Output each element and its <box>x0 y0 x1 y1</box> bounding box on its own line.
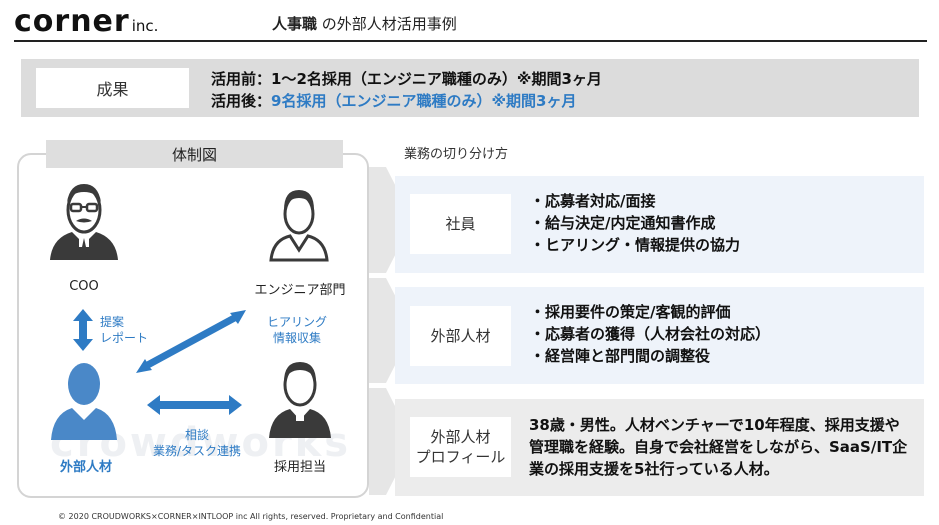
list-item: ・給与決定/内定通知書作成 <box>530 214 716 232</box>
copyright-footer: © 2020 CROUDWORKS×CORNER×INTLOOP inc All… <box>58 512 444 521</box>
employee-task-list: ・応募者対応/面接 ・給与決定/内定通知書作成 ・ヒアリング・情報提供の協力 <box>530 190 740 256</box>
result-before: 活用前：1～2名採用（エンジニア職種のみ）※期間3ヶ月 <box>211 70 602 88</box>
external-label: 外部人材 <box>410 306 511 366</box>
engineering-label: エンジニア部門 <box>254 283 346 298</box>
chevron-right-icon <box>369 388 413 495</box>
external-talent-label: 外部人材 <box>59 460 112 475</box>
chevron-right-icon <box>369 167 413 273</box>
profile-label-line1: 外部人材 <box>430 428 491 446</box>
arrow-label-line: 業務/タスク連携 <box>152 444 242 458</box>
employee-label: 社員 <box>410 194 511 254</box>
org-diagram-title: 体制図 <box>46 140 343 168</box>
arrow-label-consult: 相談 業務/タスク連携 <box>142 427 252 459</box>
chevron-right-icon <box>369 278 413 383</box>
recruiter-person-icon <box>269 362 331 438</box>
logo-main-text: corner <box>14 4 130 39</box>
result-after-value: 9名採用（エンジニア職種のみ）※期間3ヶ月 <box>271 92 577 110</box>
coo-label: COO <box>69 279 99 294</box>
profile-label-line2: プロフィール <box>415 448 506 466</box>
engineer-person-icon <box>269 190 329 262</box>
logo-suffix-text: inc. <box>131 17 159 35</box>
recruiter-label: 採用担当 <box>273 460 326 475</box>
double-arrow-vertical-icon <box>73 309 93 351</box>
arrow-label-line: 提案 <box>100 315 125 329</box>
arrow-label-line: ヒアリング <box>266 315 327 329</box>
arrow-label-line: レポート <box>100 331 149 345</box>
coo-person-icon <box>50 184 118 260</box>
result-label: 成果 <box>36 68 189 108</box>
list-item: ・採用要件の策定/客観的評価 <box>530 303 731 321</box>
result-after: 活用後：9名採用（エンジニア職種のみ）※期間3ヶ月 <box>211 90 576 111</box>
list-item: ・応募者対応/面接 <box>530 192 656 210</box>
arrow-label-hearing: ヒアリング 情報収集 <box>262 314 332 346</box>
page-title: 人事職 の外部人材活用事例 <box>272 13 457 34</box>
double-arrow-horizontal-icon <box>147 395 242 415</box>
double-arrow-diagonal-icon <box>136 310 246 373</box>
page-title-rest: の外部人材活用事例 <box>317 15 457 33</box>
arrow-label-proposal: 提案 レポート <box>100 314 150 346</box>
external-task-list: ・採用要件の策定/客観的評価 ・応募者の獲得（人材会社の対応） ・経営陣と部門間… <box>530 301 770 367</box>
arrow-label-line: 情報収集 <box>272 331 321 345</box>
list-item: ・ヒアリング・情報提供の協力 <box>530 236 741 254</box>
result-after-prefix: 活用後： <box>211 92 272 110</box>
page-title-bold: 人事職 <box>272 15 318 33</box>
header-divider <box>14 40 927 42</box>
list-item: ・応募者の獲得（人材会社の対応） <box>530 325 771 343</box>
roles-section-title: 業務の切り分け方 <box>404 147 509 162</box>
profile-label: 外部人材プロフィール <box>410 417 511 477</box>
profile-text: 38歳・男性。人材ベンチャーで10年程度、採用支援や管理職を経験。自身で会社経営… <box>529 416 908 478</box>
external-talent-person-icon <box>51 363 117 440</box>
list-item: ・経営陣と部門間の調整役 <box>530 347 711 365</box>
arrow-label-line: 相談 <box>184 428 209 442</box>
